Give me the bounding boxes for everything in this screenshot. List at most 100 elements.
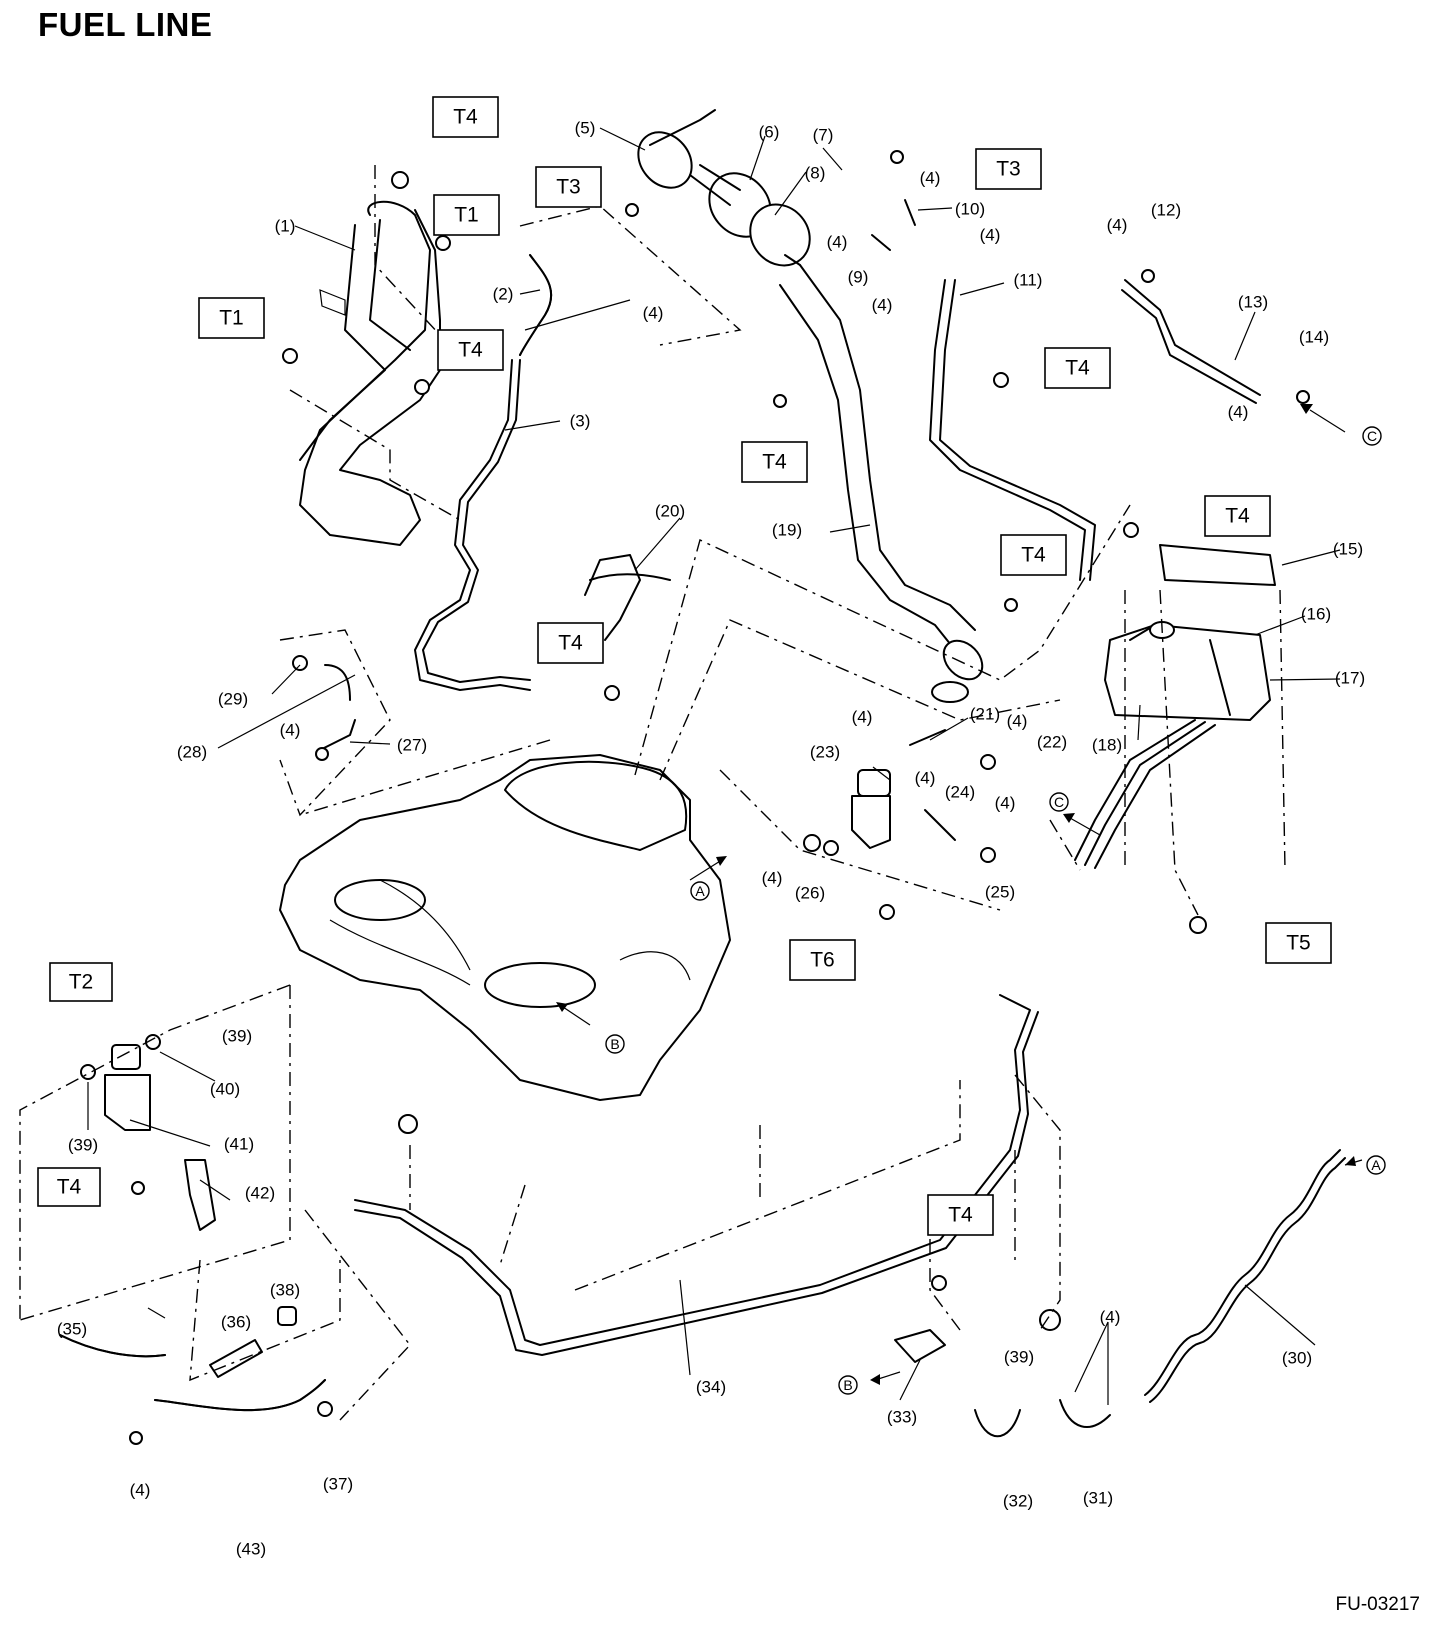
reference-letter-a: A	[1366, 1155, 1386, 1175]
callout-7: (7)	[813, 126, 834, 145]
callout-4: (4)	[980, 226, 1001, 245]
torque-label-t4: T4	[37, 1167, 101, 1207]
callout-16: (16)	[1301, 605, 1331, 624]
callout-15: (15)	[1333, 540, 1363, 559]
callout-23: (23)	[810, 743, 840, 762]
torque-label-text: T4	[57, 1176, 82, 1199]
callout-2: (2)	[493, 285, 514, 304]
ref-letter-text: C	[1367, 428, 1377, 444]
callout-6: (6)	[759, 123, 780, 142]
callout-33: (33)	[887, 1408, 917, 1427]
page-title: FUEL LINE	[38, 6, 213, 43]
torque-label-text: T3	[996, 158, 1021, 181]
fitting-part-36	[209, 1339, 263, 1378]
callout-1: (1)	[275, 217, 296, 236]
torque-label-text: T4	[558, 632, 583, 655]
torque-label-text: T5	[1286, 932, 1311, 955]
callout-11: (11)	[1014, 271, 1043, 290]
torque-label-t4: T4	[437, 329, 504, 371]
hose-part-31	[1059, 1399, 1111, 1428]
torque-label-t4: T4	[537, 622, 604, 664]
hose-part-2	[519, 254, 553, 356]
ref-letter-text: A	[695, 883, 705, 899]
reference-letter-a: A	[690, 881, 710, 901]
callout-32: (32)	[1003, 1492, 1033, 1511]
hose-part-9	[871, 234, 891, 251]
callout-4: (4)	[915, 769, 936, 788]
pipe-part-13-b	[1121, 289, 1257, 404]
figure-code: FU-03217	[1335, 1594, 1421, 1615]
torque-label-t3: T3	[535, 166, 602, 208]
callout-37: (37)	[323, 1475, 353, 1494]
part-callouts: (1) (2) (3) (4) (5) (6) (7) (8) (4) (10)…	[57, 119, 1365, 1559]
pipe-part-30	[1144, 1149, 1341, 1396]
torque-label-t4: T4	[432, 96, 499, 138]
valve-part-23	[851, 769, 891, 849]
callout-18: (18)	[1092, 736, 1122, 755]
callout-24: (24)	[945, 783, 975, 802]
callout-4: (4)	[852, 708, 873, 727]
canister-lines	[1074, 719, 1216, 869]
torque-label-text: T1	[454, 204, 479, 227]
reference-letter-b: B	[838, 1375, 858, 1395]
callout-4: (4)	[1107, 216, 1128, 235]
connector-part-33	[894, 1329, 946, 1363]
reference-letter-c: C	[1049, 792, 1069, 812]
callout-31: (31)	[1083, 1489, 1113, 1508]
valve-assembly	[104, 1044, 216, 1231]
callout-4: (4)	[1007, 712, 1028, 731]
torque-label-t6: T6	[789, 939, 856, 981]
callout-10: (10)	[955, 200, 985, 219]
callout-4: (4)	[827, 233, 848, 252]
hose-part-32	[974, 1409, 1021, 1438]
callout-20: (20)	[655, 502, 685, 521]
leader-lines	[87, 127, 1341, 1405]
torque-label-text: T4	[762, 451, 787, 474]
callout-39: (39)	[1004, 1348, 1034, 1367]
callout-9: (9)	[848, 268, 869, 287]
hose-part-24	[924, 809, 956, 841]
callout-26: (26)	[795, 884, 825, 903]
torque-label-text: T4	[458, 339, 483, 362]
callout-30: (30)	[1282, 1349, 1312, 1368]
torque-label-t3: T3	[975, 148, 1042, 190]
torque-label-t5: T5	[1265, 922, 1332, 964]
filler-protector-part-1	[299, 200, 441, 546]
hose-part-28	[324, 664, 351, 701]
torque-label-text: T2	[69, 971, 94, 994]
callout-40: (40)	[210, 1080, 240, 1099]
callout-12: (12)	[1151, 201, 1181, 220]
reference-letter-b: B	[605, 1034, 625, 1054]
callout-3: (3)	[570, 412, 591, 431]
callout-35: (35)	[57, 1320, 87, 1339]
callout-4: (4)	[1100, 1308, 1121, 1327]
callout-21: (21)	[970, 705, 1000, 724]
callout-4: (4)	[872, 296, 893, 315]
hose-part-2-inner	[519, 254, 553, 356]
ref-letter-text: C	[1054, 794, 1064, 810]
callout-4: (4)	[995, 794, 1016, 813]
callout-25: (25)	[985, 883, 1015, 902]
torque-label-text: T4	[1065, 357, 1090, 380]
torque-label-text: T4	[948, 1204, 973, 1227]
callout-4: (4)	[643, 304, 664, 323]
pipe-part-13	[1124, 279, 1261, 396]
callout-19: (19)	[772, 521, 802, 540]
fitting-part-38	[277, 1306, 297, 1326]
filler-pipe-part-19	[779, 264, 984, 703]
callout-17: (17)	[1335, 669, 1365, 688]
canister-assembly	[1104, 544, 1276, 721]
callout-5: (5)	[575, 119, 596, 138]
torque-label-t4: T4	[1044, 347, 1111, 389]
callout-38: (38)	[270, 1281, 300, 1300]
vent-pipe-part-3	[414, 359, 531, 691]
ref-letter-text: B	[610, 1036, 619, 1052]
callout-41: (41)	[224, 1135, 254, 1154]
callout-4: (4)	[762, 869, 783, 888]
callout-27: (27)	[397, 736, 427, 755]
torque-label-text: T4	[1225, 505, 1250, 528]
torque-label-t4: T4	[1204, 495, 1271, 537]
reference-arrows	[556, 404, 1363, 1385]
torque-label-t1: T1	[433, 194, 500, 236]
